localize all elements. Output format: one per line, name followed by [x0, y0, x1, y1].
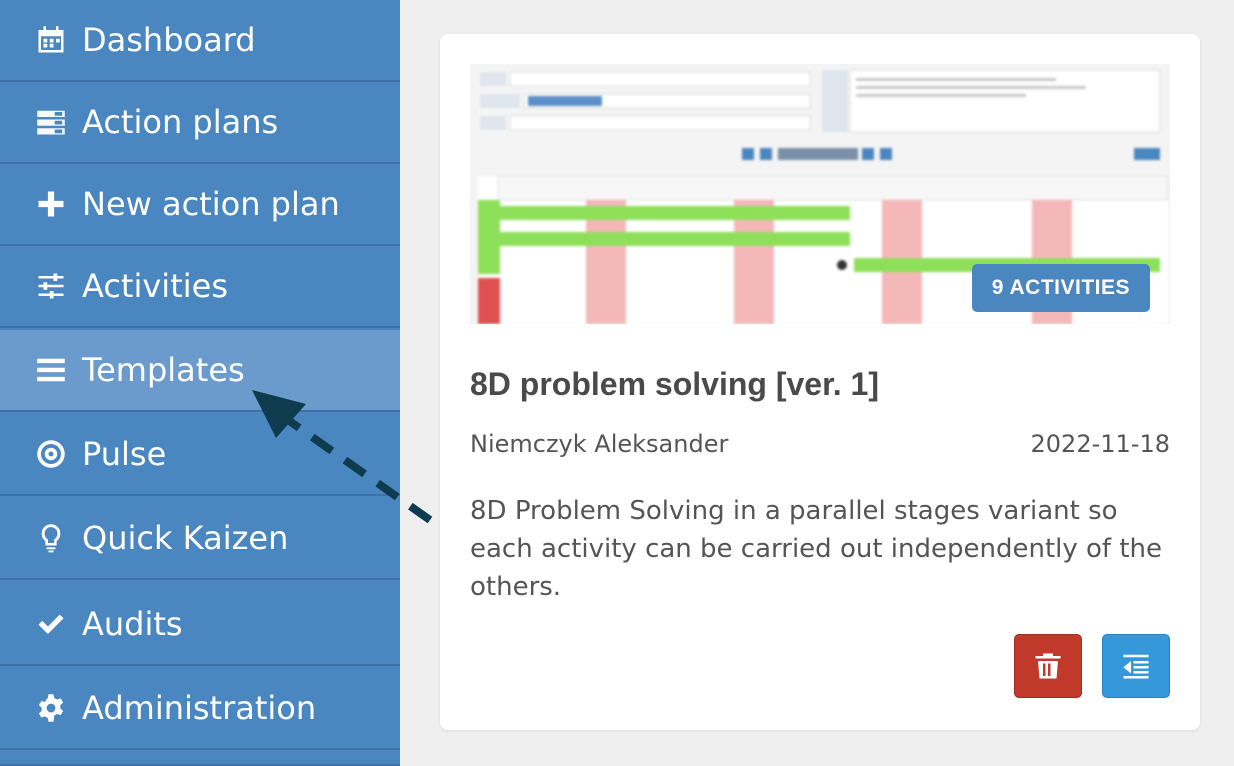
sidebar-item-quick-kaizen[interactable]: Quick Kaizen: [0, 498, 400, 580]
sidebar-item-pulse[interactable]: Pulse: [0, 414, 400, 496]
activities-count-badge: 9 ACTIVITIES: [971, 264, 1150, 312]
sidebar-item-label: Action plans: [82, 103, 279, 141]
sidebar-item-label: New action plan: [82, 185, 340, 223]
template-preview-thumbnail[interactable]: 9 ACTIVITIES: [470, 64, 1170, 324]
lightbulb-icon: [34, 521, 68, 555]
sidebar-item-audits[interactable]: Audits: [0, 584, 400, 666]
trash-icon: [1033, 651, 1063, 681]
sidebar-item-label: Quick Kaizen: [82, 519, 289, 557]
sidebar-item-label: Templates: [82, 351, 245, 389]
calendar-icon: [34, 23, 68, 57]
sidebar-item-label: Pulse: [82, 435, 167, 473]
template-date: 2022-11-18: [1030, 430, 1170, 458]
sidebar-item-label: Administration: [82, 689, 317, 727]
plus-icon: [34, 187, 68, 221]
list-icon: [34, 105, 68, 139]
sidebar-item-label: Audits: [82, 605, 183, 643]
sidebar-item-templates[interactable]: Templates: [0, 330, 400, 412]
sidebar-item-label: Dashboard: [82, 21, 256, 59]
template-title: 8D problem solving [ver. 1]: [470, 366, 879, 402]
delete-template-button[interactable]: [1014, 634, 1082, 698]
sidebar-item-label: Activities: [82, 267, 228, 305]
template-card[interactable]: 9 ACTIVITIES 8D problem solving [ver. 1]…: [440, 34, 1200, 730]
sidebar: Dashboard Action plans New action plan A…: [0, 0, 400, 766]
sliders-icon: [34, 269, 68, 303]
sidebar-item-action-plans[interactable]: Action plans: [0, 82, 400, 164]
sidebar-item-administration[interactable]: Administration: [0, 668, 400, 750]
template-description: 8D Problem Solving in a parallel stages …: [470, 496, 1163, 602]
open-template-button[interactable]: [1102, 634, 1170, 698]
gear-icon: [34, 691, 68, 725]
check-icon: [34, 607, 68, 641]
sidebar-item-partial: [0, 752, 400, 766]
bars-icon: [34, 353, 68, 387]
indent-icon: [1121, 651, 1151, 681]
sidebar-item-activities[interactable]: Activities: [0, 246, 400, 328]
template-author: Niemczyk Aleksander: [470, 430, 729, 458]
sidebar-item-new-action-plan[interactable]: New action plan: [0, 164, 400, 246]
sidebar-item-dashboard[interactable]: Dashboard: [0, 0, 400, 82]
